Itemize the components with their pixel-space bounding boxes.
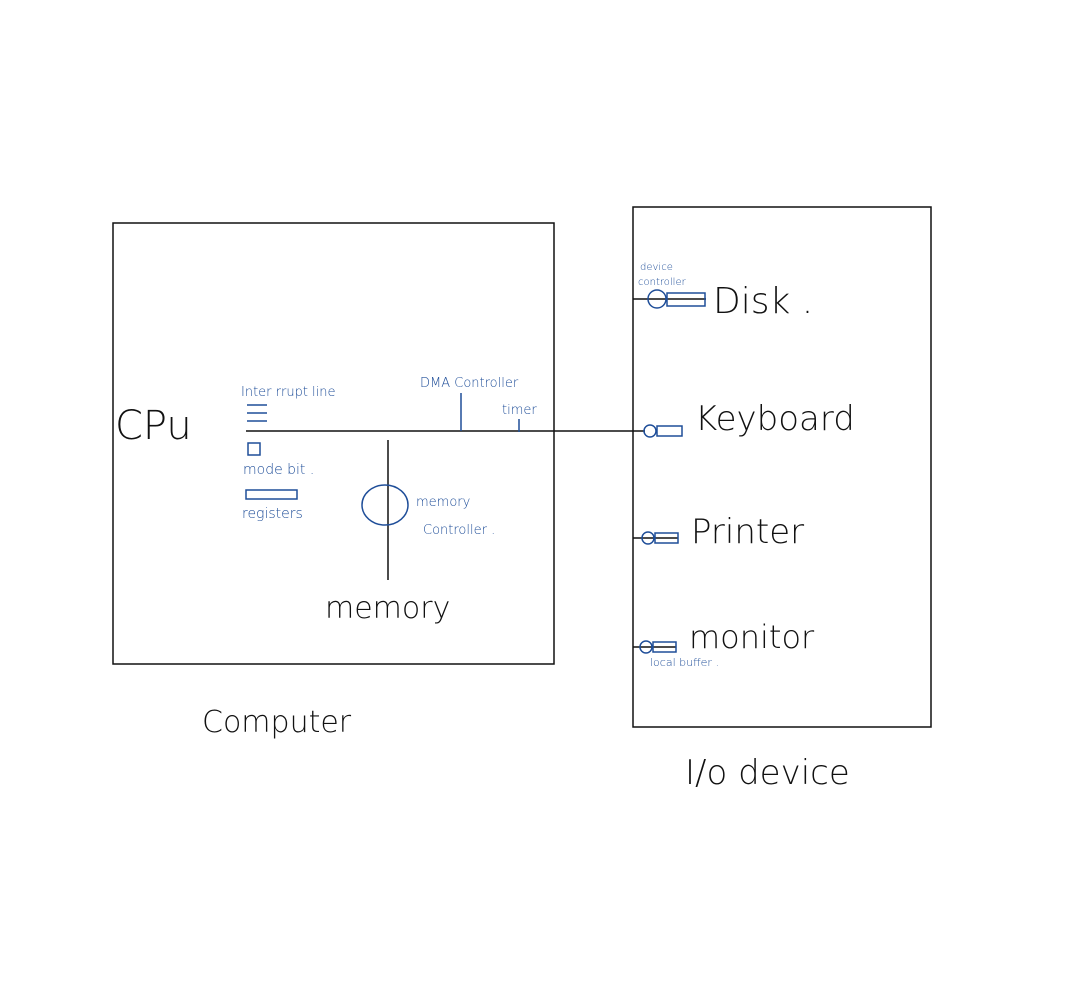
device-monitor-label: monitor — [689, 618, 815, 656]
device-keyboard-label: Keyboard — [695, 399, 855, 439]
memory-controller-label-line1: memory — [416, 495, 470, 510]
local-buffer-label: local buffer . — [650, 656, 719, 669]
dma-controller-label: DMA Controller — [420, 376, 519, 391]
computer-box — [112, 222, 555, 665]
mode-bit-label: mode bit . — [243, 462, 314, 478]
interrupt-line-icon — [247, 404, 267, 422]
cpu-label: CPu — [115, 403, 192, 449]
io-device-box — [632, 206, 932, 728]
device-printer-label: Printer — [691, 512, 804, 552]
printer-connector-icon — [633, 531, 679, 545]
memory-label: memory — [325, 591, 450, 626]
mode-bit-icon — [247, 442, 261, 456]
memory-controller-icon — [361, 484, 409, 526]
device-controller-label-line2: controller — [638, 277, 687, 288]
memory-controller-label-line2: Controller . — [423, 523, 495, 538]
disk-connector-icon — [633, 289, 706, 309]
device-disk-label: Disk . — [713, 281, 813, 322]
monitor-connector-icon — [633, 640, 677, 654]
computer-caption: Computer — [202, 705, 352, 740]
device-controller-label-line1: device — [640, 262, 673, 273]
io-device-caption: I/o device — [685, 753, 850, 793]
registers-label: registers — [242, 506, 303, 522]
interrupt-line-label: Inter rrupt line — [241, 385, 336, 400]
timer-label: timer — [502, 403, 537, 418]
registers-icon — [245, 489, 298, 500]
keyboard-connector-icon — [643, 424, 683, 438]
